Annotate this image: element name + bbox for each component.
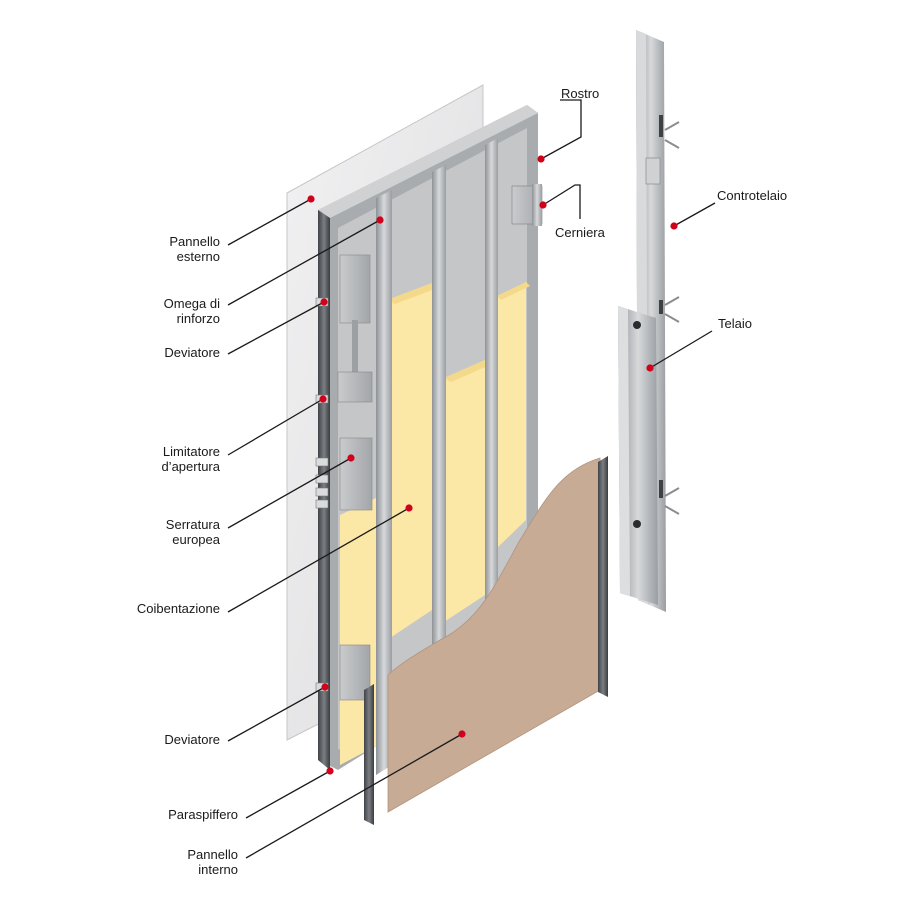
inner-panel: [387, 457, 601, 813]
label-deviatore-bottom: Deviatore: [164, 732, 220, 747]
leader-line-omega-rinforzo: [227, 219, 381, 306]
omega-rib-1: [376, 190, 392, 775]
marker-pannello-interno: [458, 730, 466, 738]
lock-body: [339, 437, 373, 511]
leader-line-coibentazione: [227, 507, 410, 613]
insulation-right: [497, 282, 526, 548]
leader-line-paraspiffero: [245, 770, 331, 819]
limiter-box: [337, 371, 373, 403]
label-paraspiffero: Paraspiffero: [168, 807, 238, 822]
insulation-center-left: [387, 283, 432, 640]
marker-coibentazione: [405, 504, 413, 512]
leader-line-deviatore-bottom: [227, 686, 326, 742]
marker-paraspiffero: [326, 767, 334, 775]
insulation-center-right: [444, 360, 485, 622]
leader-line-controtelaio: [673, 202, 716, 227]
leader-line-pannello-interno: [245, 733, 463, 859]
marker-omega-rinforzo: [376, 216, 384, 224]
marker-rostro: [537, 155, 545, 163]
label-rostro: Rostro: [561, 86, 600, 101]
label-cerniera: Cerniera: [555, 225, 605, 240]
label-controtelaio: Controtelaio: [717, 188, 788, 203]
draught-excluder: [364, 456, 608, 825]
deviator-top-box: [339, 254, 371, 324]
leader-line-telaio: [649, 330, 713, 369]
marker-deviatore-top: [320, 298, 328, 306]
deviator-rod: [352, 320, 358, 380]
door-frame-top: [318, 105, 538, 218]
leader-line-pannello-esterno: [227, 198, 312, 246]
leader-line-serratura: [227, 457, 352, 529]
insulation-top-shade-2: [444, 360, 492, 382]
marker-cerniera: [539, 201, 547, 209]
leader-lines: [227, 99, 716, 859]
omega-rib-2: [432, 165, 446, 650]
marker-telaio: [646, 364, 654, 372]
label-coibentazione: Coibentazione: [136, 601, 220, 616]
hinge: [511, 184, 543, 226]
marker-deviatore-bottom: [321, 683, 329, 691]
marker-pannello-esterno: [307, 195, 315, 203]
insulation-top-shade-3: [497, 282, 530, 300]
omega-rib-3: [485, 138, 498, 600]
marker-limitatore: [319, 395, 327, 403]
leader-line-rostro: [540, 99, 582, 160]
label-telaio: Telaio: [718, 316, 752, 331]
leader-line-limitatore: [227, 398, 324, 456]
label-deviatore-top: Deviatore: [164, 345, 220, 360]
frame-profile: [618, 306, 658, 605]
marker-controtelaio: [670, 222, 678, 230]
insulation-top-shade-1: [387, 283, 440, 304]
leader-line-deviatore-top: [227, 301, 325, 355]
leader-line-cerniera: [542, 184, 581, 219]
marker-serratura: [347, 454, 355, 462]
